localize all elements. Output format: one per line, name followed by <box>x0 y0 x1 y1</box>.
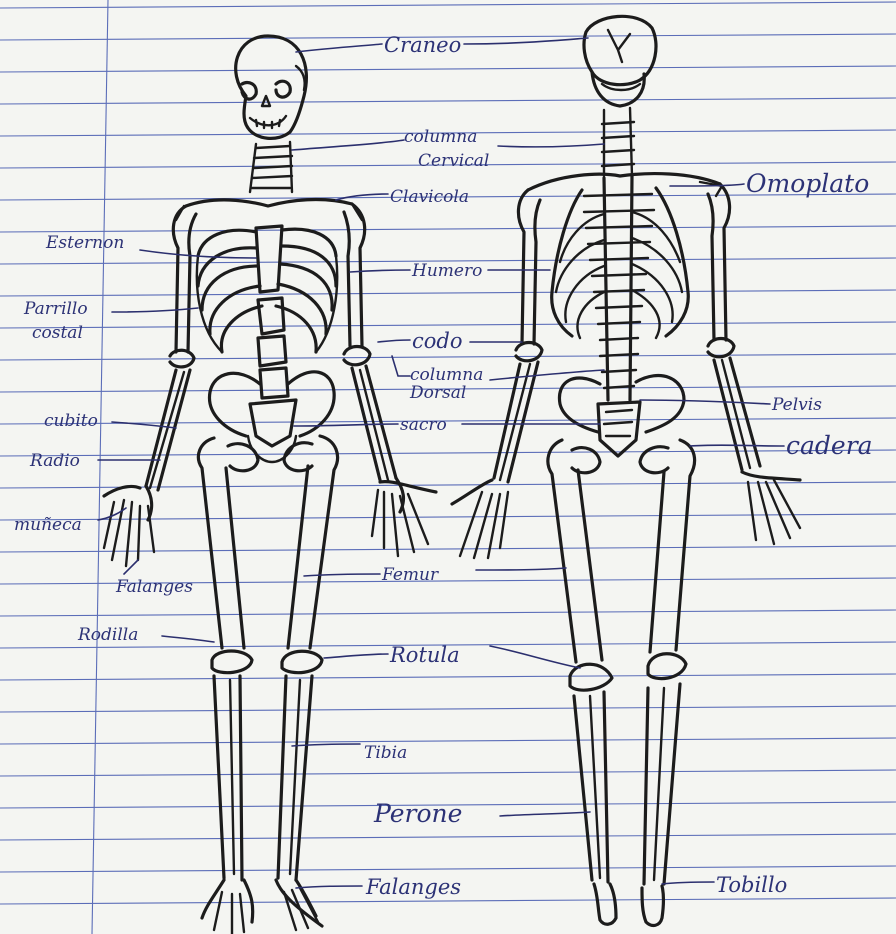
label-sacro: sacro <box>400 415 447 435</box>
label-omoplato: Omoplato <box>746 169 869 198</box>
label-humero: Humero <box>411 261 482 281</box>
label-columna-cervical-1: columna <box>404 127 477 147</box>
front-pelvis <box>209 372 334 471</box>
front-lumbar-spine <box>258 298 288 398</box>
front-clavicle <box>186 200 352 206</box>
front-left-arm <box>104 206 196 566</box>
back-skull <box>584 16 656 106</box>
back-cervical-spine <box>602 108 634 176</box>
label-falanges-mano: Falanges <box>115 577 193 597</box>
label-perone: Perone <box>373 799 462 828</box>
front-cervical-spine <box>250 142 292 192</box>
label-parrilla-costal-1: Parrillo <box>23 299 88 319</box>
label-rotula: Rotula <box>389 643 460 667</box>
label-radio: Radio <box>29 451 80 471</box>
label-muneca: muñeca <box>14 515 82 535</box>
front-right-leg <box>276 436 338 930</box>
back-right-leg <box>642 440 695 925</box>
back-skeleton <box>452 16 800 925</box>
label-tibia: Tibia <box>364 743 407 763</box>
label-tobillo: Tobillo <box>716 873 787 897</box>
label-columna-cervical-2: Cervical <box>418 151 489 171</box>
label-cadera: cadera <box>786 431 873 460</box>
label-columna-dorsal-2: Dorsal <box>409 383 466 403</box>
label-cubito: cubito <box>44 411 98 431</box>
label-codo: codo <box>412 329 463 353</box>
label-pelvis: Pelvis <box>771 395 822 415</box>
front-left-leg <box>198 438 252 934</box>
label-columna-dorsal-1: columna <box>410 365 483 385</box>
back-thoracic-spine <box>584 176 654 400</box>
label-esternon: Esternon <box>45 233 124 253</box>
front-sternum <box>256 226 282 292</box>
back-left-leg <box>548 440 616 924</box>
label-falanges-pie: Falanges <box>365 875 461 899</box>
label-craneo: Craneo <box>384 33 461 57</box>
label-parrilla-costal-2: costal <box>32 323 83 343</box>
label-femur: Femur <box>381 565 439 585</box>
label-clavicula: Clavicola <box>390 187 469 207</box>
label-rodilla: Rodilla <box>77 625 138 645</box>
back-right-arm <box>708 184 800 544</box>
back-shoulders <box>528 174 720 190</box>
